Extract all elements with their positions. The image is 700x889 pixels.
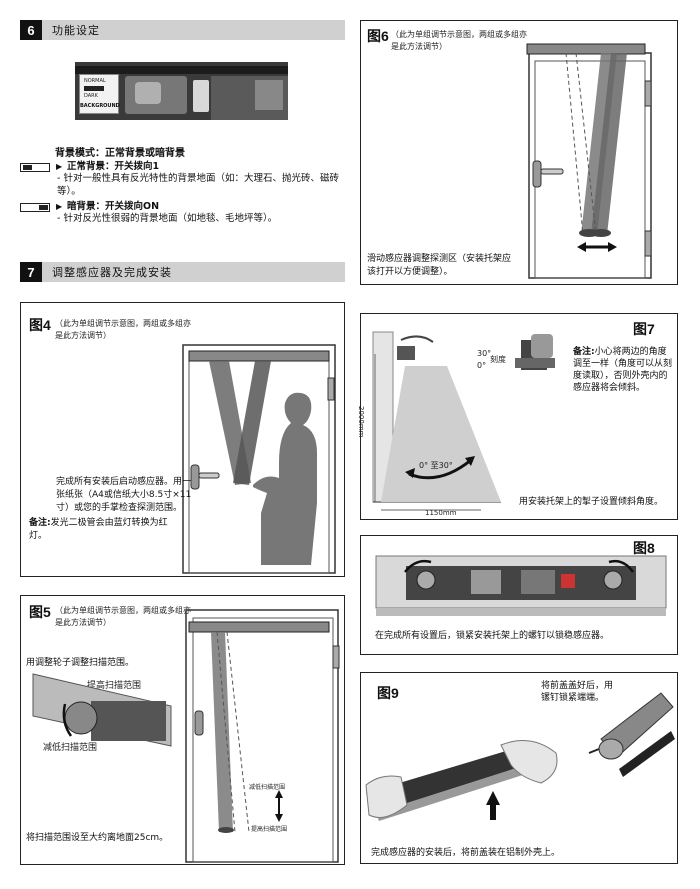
switch-photo: NORMAL DARK BACKGROUND <box>75 62 288 120</box>
figure-9: 图9 将前盖盖好后，用镙钉锁紧端端。 完成感应器的安装后，将前盖装在铝制外壳上。 <box>360 672 678 864</box>
figure-4: 图4 （此为单组调节示意图，两组或多组亦是此方法调节） 完成所有安装后启动感应器… <box>20 302 345 577</box>
angle-range-label: 0° 至30° <box>419 461 453 470</box>
remark: 备注:发光二极管会由蓝灯转换为红灯。 <box>29 517 179 543</box>
figure-7: 图7 30° 0° 刻度 备注:小心将两边的角度调至一样（角度可以从刻度读取），… <box>357 313 678 520</box>
figure-label: 图7 <box>633 321 655 337</box>
door-sensor-diagram <box>526 43 652 279</box>
figure-label: 图6 <box>367 28 389 44</box>
background-label: BACKGROUND <box>80 103 120 109</box>
figure-caption: 滑动感应器调整探测区（安装托架应该打开以方便调整）。 <box>367 254 512 277</box>
dark-desc: - 针对反光性很弱的背景地面（如地毯、毛地坪等）。 <box>57 213 278 224</box>
figure-label: 图9 <box>377 685 399 701</box>
figure-8: 图8 在完成所有设置后，锁紧安装托架上的螺钉以锁稳感应器。 <box>360 535 678 655</box>
remark-label: 备注: <box>29 518 51 528</box>
normal-desc: - 针对一般性具有反光特性的背景地面（如：大理石、抛光砖、磁砖等）。 <box>57 173 339 197</box>
small-raise-label: 提高扫描范围 <box>251 826 288 833</box>
figure-6: 图6 （此为单组调节示意图，两组或多组亦是此方法调节） 滑动感应器调整探测区（安… <box>360 20 678 285</box>
bg-mode-heading: 背景模式：正常背景或暗背景 <box>55 148 185 159</box>
small-lower-label: 减低扫描范围 <box>249 784 286 791</box>
switch-dark-icon <box>20 203 50 212</box>
figure-caption: 完成感应器的安装后，将前盖装在铝制外壳上。 <box>371 848 561 858</box>
figure-text: 用调整轮子调整扫描范围。 <box>26 658 135 668</box>
figure-label: 图5 <box>29 604 51 620</box>
figure-caption: 用安装托架上的掣子设置倾斜角度。 <box>519 497 664 507</box>
figure-label: 图8 <box>633 540 655 556</box>
remark: 备注:小心将两边的角度调至一样（角度可以从刻度读取），否则外壳内的感应器将会倾斜… <box>573 346 673 394</box>
figure-note: 将前盖盖好后，用镙钉锁紧端端。 <box>541 681 614 703</box>
section-number: 7 <box>20 262 42 282</box>
normal-title: 正常背景：开关拨向1 <box>67 161 160 172</box>
figure-caption: 将扫描范围设至大约离地面25cm。 <box>26 833 169 843</box>
normal-label: NORMAL <box>84 78 106 84</box>
wheel-door-diagram <box>32 609 340 863</box>
height-label: 2000mm <box>357 406 365 438</box>
section-title: 功能设定 <box>52 24 100 37</box>
remark-label: 备注: <box>573 347 595 357</box>
angle-30-label: 30° <box>477 349 492 358</box>
figure-text: 完成所有安装后启动感应器。用一张纸张（A4或信纸大小8.5寸×11寸）或您的手掌… <box>56 477 192 513</box>
section-number: 6 <box>20 20 42 40</box>
section-7-header: 7 调整感应器及完成安装 <box>20 262 345 282</box>
width-label: 1150mm <box>425 509 457 517</box>
raise-label: 提高扫描范围 <box>87 681 142 691</box>
cover-diagram <box>365 692 675 821</box>
remark-text: 发光二极管会由蓝灯转换为红灯。 <box>29 518 168 541</box>
figure-label: 图4 <box>29 317 51 333</box>
arrow-icon: ▶ <box>56 202 63 211</box>
dark-desc-text: 针对反光性很弱的背景地面（如地毯、毛地坪等）。 <box>63 213 278 224</box>
housing-diagram <box>375 555 667 616</box>
angle-0-label: 0° <box>477 361 487 370</box>
figure-caption: 在完成所有设置后，锁紧安装托架上的螺钉以锁稳感应器。 <box>375 631 610 641</box>
section-6-header: 6 功能设定 <box>20 20 345 40</box>
figure-note: （此为单组调节示意图，两组或多组亦是此方法调节） <box>55 319 191 340</box>
normal-desc-text: 针对一般性具有反光特性的背景地面（如：大理石、抛光砖、磁砖等）。 <box>57 173 339 197</box>
scale-label: 刻度 <box>490 355 506 364</box>
dark-title: 暗背景：开关拨向ON <box>67 201 160 212</box>
arrow-icon: ▶ <box>56 162 63 171</box>
switch-normal-icon <box>20 163 50 172</box>
angle-diagram <box>372 331 555 511</box>
dark-label: DARK <box>84 93 98 99</box>
door-hand-diagram <box>182 344 336 574</box>
remark-text: 小心将两边的角度调至一样（角度可以从刻度读取），否则外壳内的感应器将会倾斜。 <box>573 347 673 393</box>
lower-label: 减低扫描范围 <box>43 743 98 753</box>
section-title: 调整感应器及完成安装 <box>52 266 172 279</box>
figure-note: （此为单组调节示意图，两组或多组亦是此方法调节） <box>391 30 527 51</box>
figure-note: （此为单组调节示意图，两组或多组亦是此方法调节） <box>55 606 191 627</box>
figure-5: 图5 （此为单组调节示意图，两组或多组亦是此方法调节） 用调整轮子调整扫描范围。… <box>20 595 345 865</box>
